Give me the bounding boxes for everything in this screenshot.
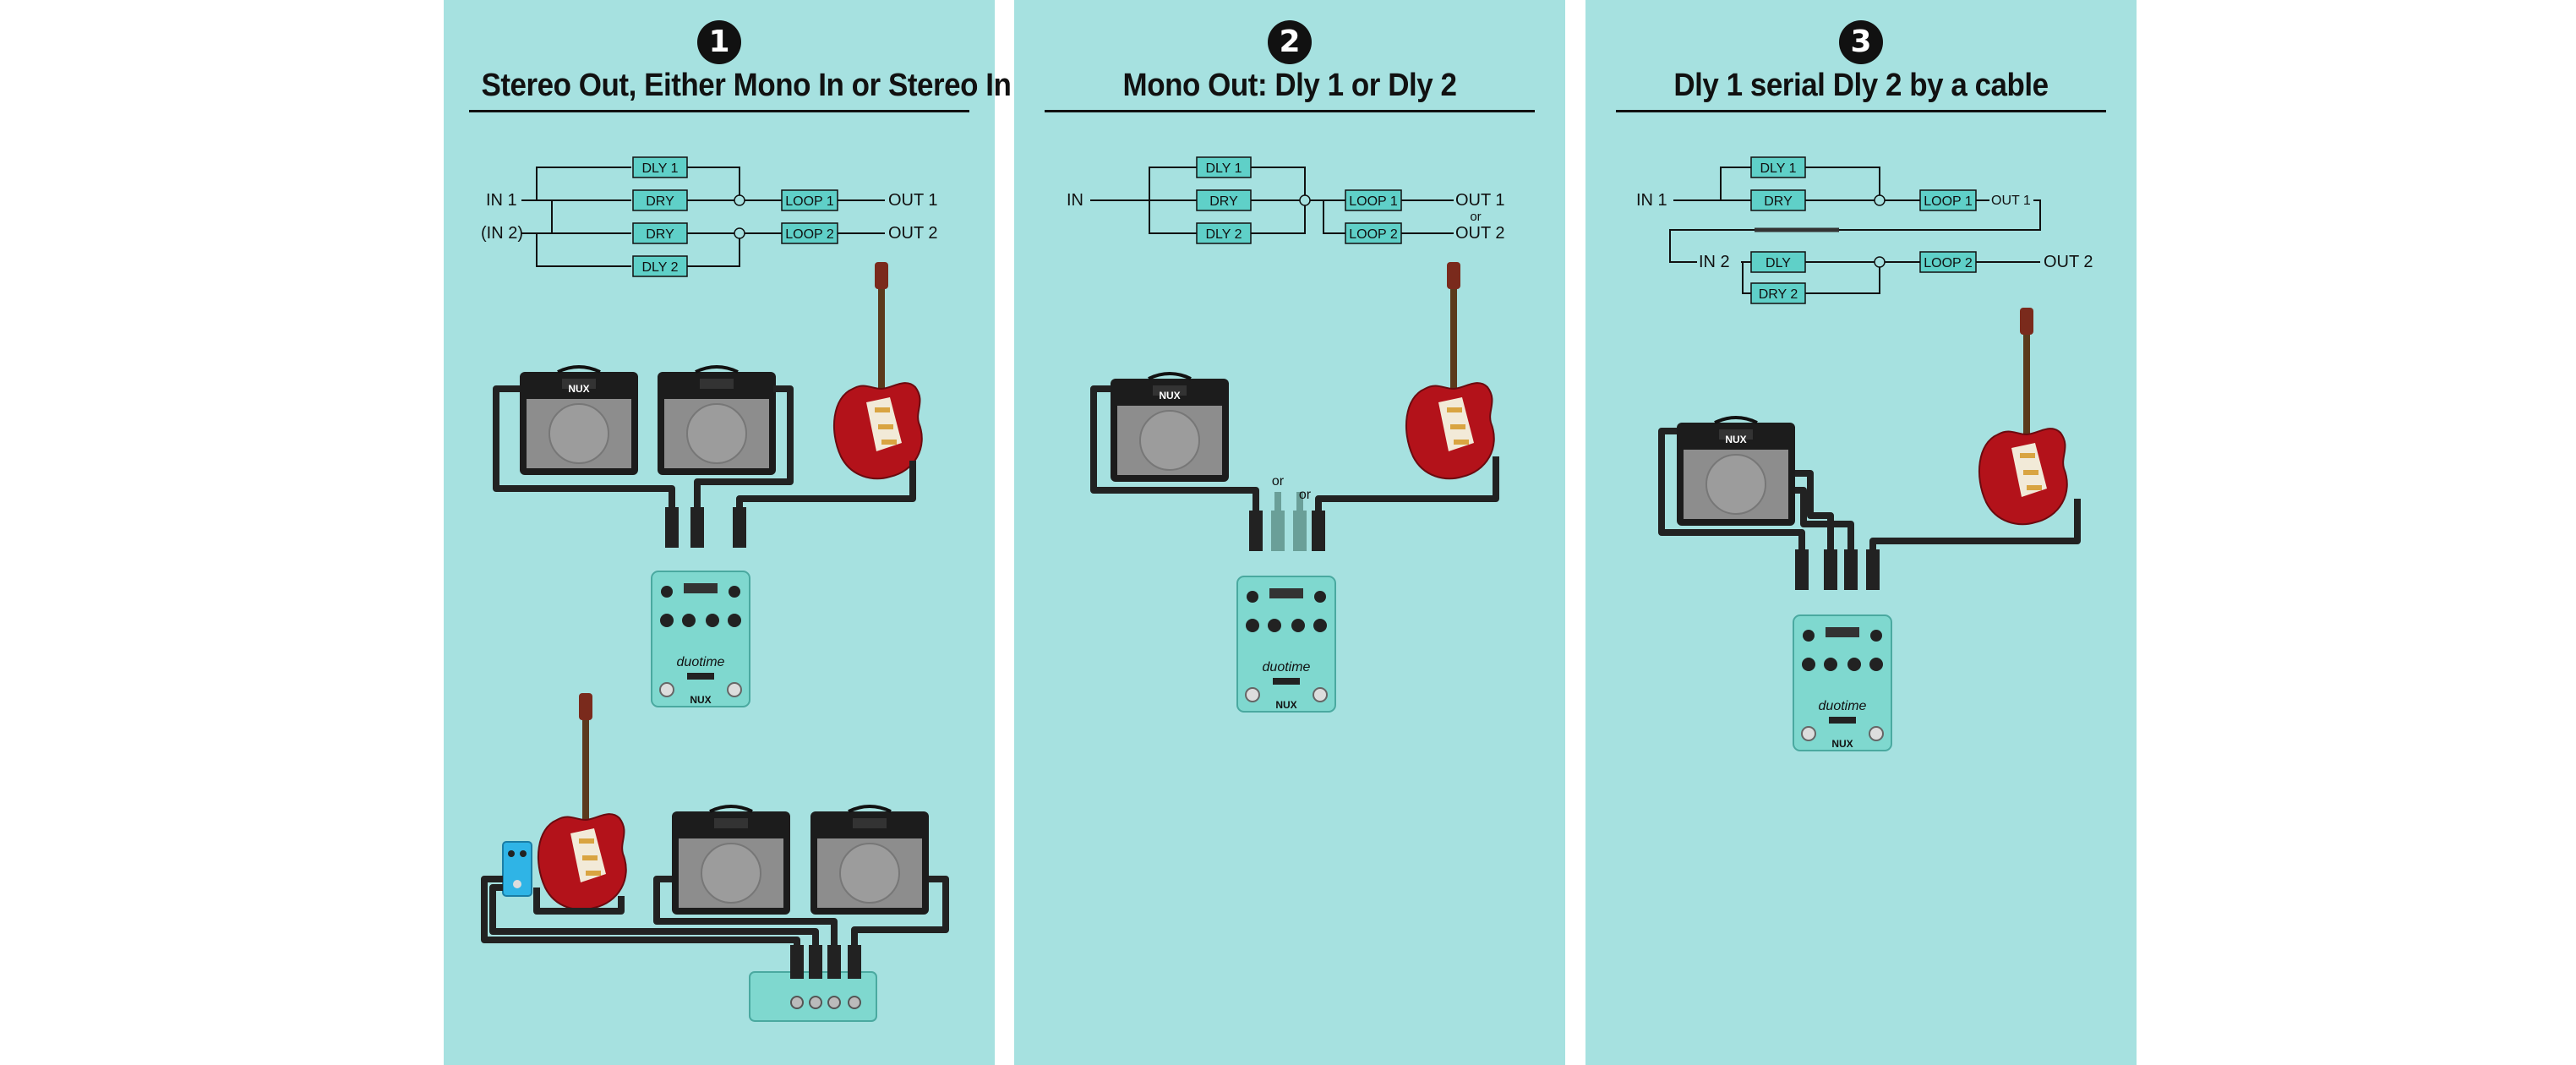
panel-3: 3 Dly 1 serial Dly 2 by a cable IN 1 DLY… <box>1585 0 2137 1065</box>
dry-label: DRY <box>1209 194 1238 209</box>
cable-or-label: or <box>1272 474 1285 489</box>
panel-1: 1 Stereo Out, Either Mono In or Stereo I… <box>444 0 1012 1065</box>
panel-2: 2 Mono Out: Dly 1 or Dly 2 IN DLY 1 DRY … <box>1014 0 1565 1065</box>
loop1-label: LOOP 1 <box>1924 194 1973 209</box>
amp-brand: NUX <box>1159 390 1180 401</box>
loop1-block <box>1345 189 1402 211</box>
dry2-label: DRY 2 <box>1759 287 1798 302</box>
loop2-label: LOOP 2 <box>785 227 834 242</box>
output-label: OUT 1 <box>888 191 938 210</box>
dly1-label: DLY 1 <box>1760 161 1797 176</box>
dly2-block <box>1196 222 1252 244</box>
mono-setup: or or NUX duotime NUX <box>1090 261 1499 713</box>
pedal-model: duotime <box>677 655 725 669</box>
loop2-block <box>781 222 838 244</box>
dry-label: DRY <box>1764 194 1793 209</box>
or-label: or <box>1470 210 1481 224</box>
title-underline <box>469 110 969 112</box>
output-label: OUT 2 <box>2044 253 2093 271</box>
panel-title: Mono Out: Dly 1 or Dly 2 <box>1122 68 1457 103</box>
signal-flow-diagram: IN 1 (IN 2) DLY 1 DRY DRY DLY 2 LOOP 1 L… <box>481 156 938 277</box>
dly2-label: DLY 2 <box>642 260 679 275</box>
dly1-label: DLY 1 <box>642 161 679 176</box>
input-label: (IN 2) <box>481 224 523 243</box>
step-number-badge: 3 <box>1839 20 1883 64</box>
step-number-badge: 2 <box>1268 20 1312 64</box>
input-label: IN 2 <box>1699 253 1730 271</box>
signal-flow-diagram: IN 1 DLY 1 DRY LOOP 1 OUT 1 IN 2 DLY DRY… <box>1636 156 2093 304</box>
signal-flow-diagram: IN DLY 1 DRY DLY 2 LOOP 1 LOOP 2 OUT 1 o… <box>1067 156 1505 244</box>
amp-brand: NUX <box>1725 434 1746 445</box>
title-underline <box>1045 110 1535 112</box>
dly1-block <box>1750 156 1806 178</box>
pedal-brand: NUX <box>1275 699 1296 711</box>
mixer-node <box>734 227 745 239</box>
dry-block <box>632 189 688 211</box>
loop2-block <box>1919 251 1977 273</box>
dly1-block <box>1196 156 1252 178</box>
dry2-block <box>1750 282 1806 304</box>
loop1-label: LOOP 1 <box>1349 194 1398 209</box>
output-label: OUT 1 <box>1991 194 2031 208</box>
step-number-badge: 1 <box>697 20 741 64</box>
loop2-label: LOOP 2 <box>1924 256 1973 270</box>
mixer-node <box>1874 194 1886 206</box>
dry-block <box>1196 189 1252 211</box>
pedal-brand: NUX <box>690 694 711 706</box>
dry-label: DRY <box>646 227 674 242</box>
panel-title: Dly 1 serial Dly 2 by a cable <box>1673 68 2049 103</box>
dly2-label: DLY 2 <box>1206 227 1242 242</box>
panel-2-artwork: IN DLY 1 DRY DLY 2 LOOP 1 LOOP 2 OUT 1 o… <box>1067 156 1505 713</box>
panel-3-artwork: IN 1 DLY 1 DRY LOOP 1 OUT 1 IN 2 DLY DRY… <box>1636 156 2093 751</box>
panel-1-artwork: IN 1 (IN 2) DLY 1 DRY DRY DLY 2 LOOP 1 L… <box>481 156 949 1022</box>
loop1-label: LOOP 1 <box>785 194 834 209</box>
dly1-label: DLY 1 <box>1206 161 1242 176</box>
output-label: OUT 1 <box>1455 191 1505 210</box>
cable-or-label: or <box>1299 488 1312 502</box>
input-label: IN 1 <box>1636 191 1667 210</box>
amp-brand: NUX <box>568 383 589 395</box>
pedal-brand: NUX <box>1831 738 1853 750</box>
dry-label: DRY <box>646 194 674 209</box>
loop2-label: LOOP 2 <box>1349 227 1398 242</box>
output-label: OUT 2 <box>1455 224 1505 243</box>
output-label: OUT 2 <box>888 224 938 243</box>
loop1-block <box>1919 189 1977 211</box>
dry-block <box>1750 189 1806 211</box>
panel-title: Stereo Out, Either Mono In or Stereo In <box>481 68 1012 103</box>
serial-setup: NUX duotime NUX <box>1658 307 2081 751</box>
pedal-model: duotime <box>1263 660 1311 674</box>
title-underline <box>1616 110 2106 112</box>
dly-label: DLY <box>1766 256 1791 270</box>
mixer-node <box>734 194 745 206</box>
pedal-model: duotime <box>1819 699 1867 713</box>
stereo-setup-b <box>481 692 949 1022</box>
input-label: IN 1 <box>486 191 517 210</box>
mixer-node <box>1299 194 1311 206</box>
input-label: IN <box>1067 191 1083 210</box>
mixer-node <box>1874 256 1886 268</box>
loop2-block <box>1345 222 1402 244</box>
dly2-block <box>632 255 688 277</box>
stereo-setup-a: NUX duotime NUX <box>493 261 923 707</box>
